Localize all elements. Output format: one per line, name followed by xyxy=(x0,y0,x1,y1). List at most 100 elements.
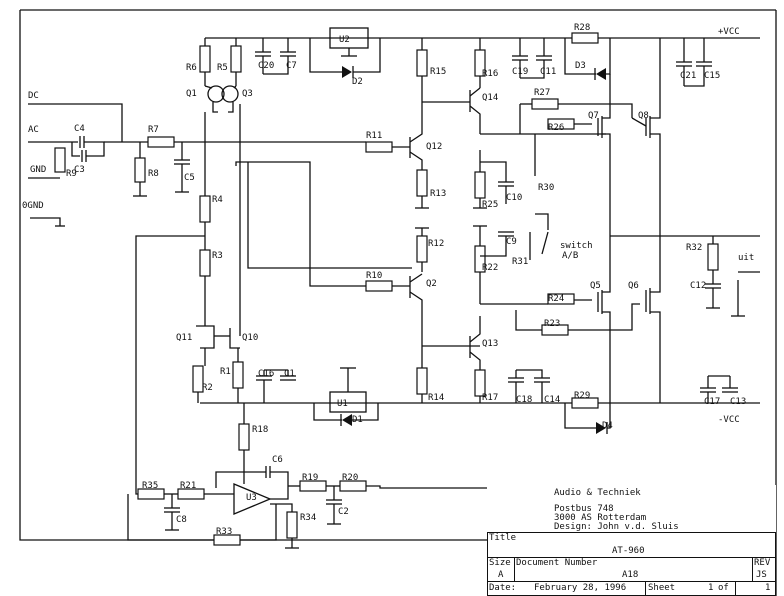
r35-label: R35 xyxy=(142,481,158,491)
c17-label: C17 xyxy=(704,397,720,407)
q6-label: Q6 xyxy=(628,281,639,291)
title-label: Title xyxy=(489,533,517,543)
r27-resistor xyxy=(531,98,559,110)
date-divider xyxy=(487,581,776,582)
d4-diode xyxy=(596,422,606,434)
r33-wire xyxy=(127,494,214,541)
size-divider xyxy=(514,557,515,581)
dc-label: DC xyxy=(28,91,39,101)
q2-emitter xyxy=(409,291,423,346)
r8-resistor xyxy=(134,157,146,183)
r33-out xyxy=(240,504,277,541)
r34-label: R34 xyxy=(300,513,316,523)
r12-resistor xyxy=(416,235,428,263)
c15-wire xyxy=(684,66,705,87)
r23-label: R23 xyxy=(544,319,560,329)
r8-label: R8 xyxy=(148,169,159,179)
c16-label: C16 xyxy=(258,369,274,379)
r1-label: R1 xyxy=(220,367,231,377)
docnum-label: Document Number xyxy=(516,558,598,568)
r29-resistor xyxy=(571,397,599,409)
r7-resistor xyxy=(147,136,175,148)
r35-feed xyxy=(135,235,205,495)
c11-label: C11 xyxy=(540,67,556,77)
c1-label: C1 xyxy=(284,369,295,379)
c7-label: C7 xyxy=(286,61,297,71)
q14-collector xyxy=(469,105,481,134)
c15-label: C15 xyxy=(704,71,720,81)
r5-label: R5 xyxy=(217,63,228,73)
r14-resistor xyxy=(416,367,428,395)
q6-drain xyxy=(650,311,661,403)
q1-label: Q1 xyxy=(186,89,197,99)
d3-diode xyxy=(596,68,606,80)
r20-out xyxy=(366,485,488,489)
title-value: AT-960 xyxy=(612,546,645,556)
r4-label: R4 xyxy=(212,195,223,205)
r24-label: R24 xyxy=(548,294,564,304)
r12-label: R12 xyxy=(428,239,444,249)
d1-label: D1 xyxy=(352,415,363,425)
r11-label: R11 xyxy=(366,131,382,141)
r4-resistor xyxy=(199,195,211,223)
r6-resistor xyxy=(199,45,211,73)
r15-label: R15 xyxy=(430,67,446,77)
d1-wire2 xyxy=(352,403,379,421)
c14-label: C14 xyxy=(544,395,560,405)
c3-label: C3 xyxy=(74,165,85,175)
q5-source xyxy=(602,236,611,293)
c2-label: C2 xyxy=(338,507,349,517)
q12-label: Q12 xyxy=(426,142,442,152)
switch-lever xyxy=(541,231,549,255)
c6-out xyxy=(270,471,289,500)
q7-source xyxy=(602,133,611,236)
q10-label: Q10 xyxy=(242,333,258,343)
c19-label: C19 xyxy=(512,67,528,77)
vcc-neg-label: -VCC xyxy=(718,415,740,425)
c10-wire xyxy=(480,161,507,182)
sheet-label: Sheet xyxy=(648,583,676,593)
q13-label: Q13 xyxy=(482,339,498,349)
q8-source xyxy=(650,133,661,236)
r24-resistor xyxy=(547,293,575,305)
u2-label: U2 xyxy=(339,35,350,45)
u3-label: U3 xyxy=(246,493,257,503)
ac-label: AC xyxy=(28,125,39,135)
r28-resistor xyxy=(571,32,599,44)
sheet-border xyxy=(19,10,488,541)
sheet-value: 1 xyxy=(708,583,714,593)
c13-label: C13 xyxy=(730,397,746,407)
q12-collector xyxy=(409,102,423,143)
r34-resistor xyxy=(286,511,298,539)
d2-label: D2 xyxy=(352,77,363,87)
q1-wire xyxy=(204,85,213,89)
q2-collector xyxy=(409,273,423,283)
docnum-value: A18 xyxy=(622,570,639,580)
q10-box xyxy=(229,328,240,349)
title-block-company-box xyxy=(487,485,776,533)
r10-resistor xyxy=(365,280,393,292)
r27-label: R27 xyxy=(534,88,550,98)
sheet-divider xyxy=(645,581,646,596)
q13-emitter xyxy=(469,351,481,370)
r29-label: R29 xyxy=(574,391,590,401)
r19-label: R19 xyxy=(302,473,318,483)
c12-label: C12 xyxy=(690,281,706,291)
u3-opamp xyxy=(233,483,272,515)
switch-label-1: switch xyxy=(560,241,593,251)
d3-label: D3 xyxy=(575,61,586,71)
q6-source xyxy=(650,236,661,293)
r30-label: R30 xyxy=(538,183,554,193)
d1-wire xyxy=(313,403,342,421)
of-label: of xyxy=(718,583,729,593)
q5-label: Q5 xyxy=(590,281,601,291)
vcc-pos-label: +VCC xyxy=(718,27,740,37)
address-line-1: Postbus 748 xyxy=(554,504,614,514)
switch-label-2: A/B xyxy=(562,251,578,261)
q1-transistor xyxy=(207,85,225,103)
c20-label: C20 xyxy=(258,61,274,71)
c6-fb xyxy=(215,471,266,488)
d4-wire xyxy=(564,403,596,429)
c14-wire xyxy=(516,369,543,378)
address-line-2: 3000 AS Rotterdam xyxy=(554,513,647,523)
